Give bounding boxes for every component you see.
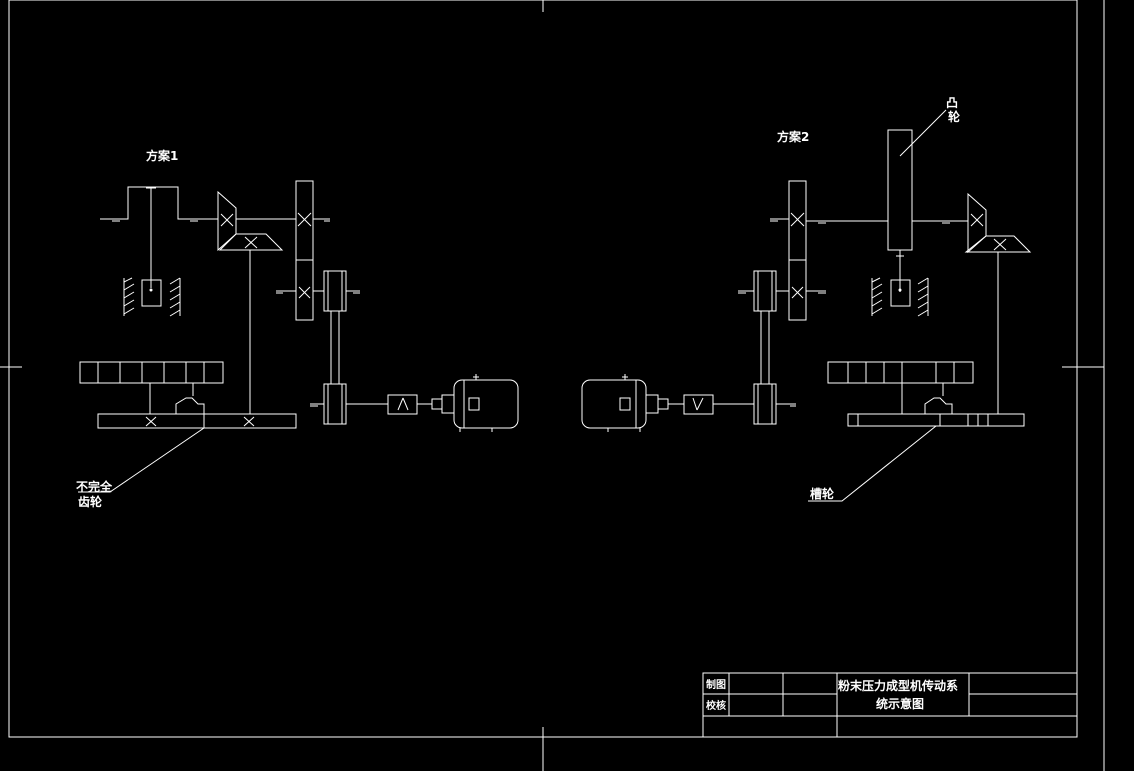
scheme1-label: 方案1 bbox=[146, 148, 178, 163]
partial-gear-label-line2: 齿轮 bbox=[78, 494, 103, 509]
scheme2-mechanism bbox=[581, 109, 1032, 502]
checked-by-label: 校核 bbox=[706, 699, 726, 712]
partial-gear-label-line1: 不完全 bbox=[76, 479, 113, 494]
scheme2-label: 方案2 bbox=[777, 129, 809, 144]
drawn-by-label: 制图 bbox=[706, 678, 726, 691]
drawing-title-line1: 粉末压力成型机传动系 bbox=[838, 678, 958, 693]
sheet-border bbox=[0, 0, 1105, 771]
sheave-label: 槽轮 bbox=[810, 486, 835, 501]
cam-label-line1: 凸 bbox=[946, 96, 958, 110]
drawing-title-line2: 统示意图 bbox=[876, 696, 924, 711]
title-block bbox=[702, 672, 1078, 738]
cam-label-line2: 轮 bbox=[948, 109, 961, 124]
scheme1-mechanism bbox=[78, 180, 519, 493]
